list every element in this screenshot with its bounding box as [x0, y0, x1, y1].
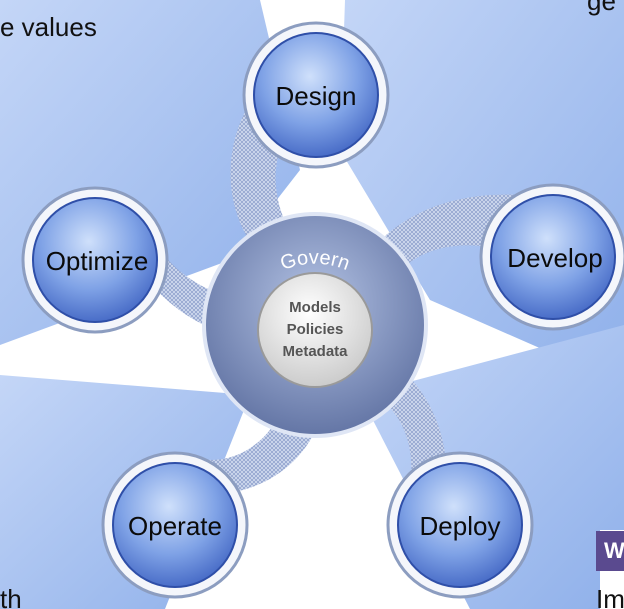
text-fragment-top-left: e values: [0, 12, 97, 42]
core-label-models: Models: [289, 299, 341, 316]
node-operate: Operate: [101, 451, 249, 599]
node-label-operate: Operate: [128, 511, 222, 541]
node-label-deploy: Deploy: [420, 511, 501, 541]
core-label-policies: Policies: [287, 321, 344, 338]
text-fragment-top-right: ge: [587, 0, 616, 16]
corner-badge: W: [596, 531, 624, 571]
node-label-optimize: Optimize: [46, 246, 149, 276]
node-label-design: Design: [276, 81, 357, 111]
core-label-metadata: Metadata: [282, 343, 348, 360]
text-fragment-bottom-left: th: [0, 584, 22, 609]
core-circle: [257, 272, 373, 388]
node-develop: Develop: [479, 183, 624, 331]
node-deploy: Deploy: [386, 451, 534, 599]
node-optimize: Optimize: [21, 186, 169, 334]
text-fragment-bottom-right: Im: [596, 584, 624, 609]
node-label-develop: Develop: [507, 243, 602, 273]
node-design: Design: [242, 21, 390, 169]
